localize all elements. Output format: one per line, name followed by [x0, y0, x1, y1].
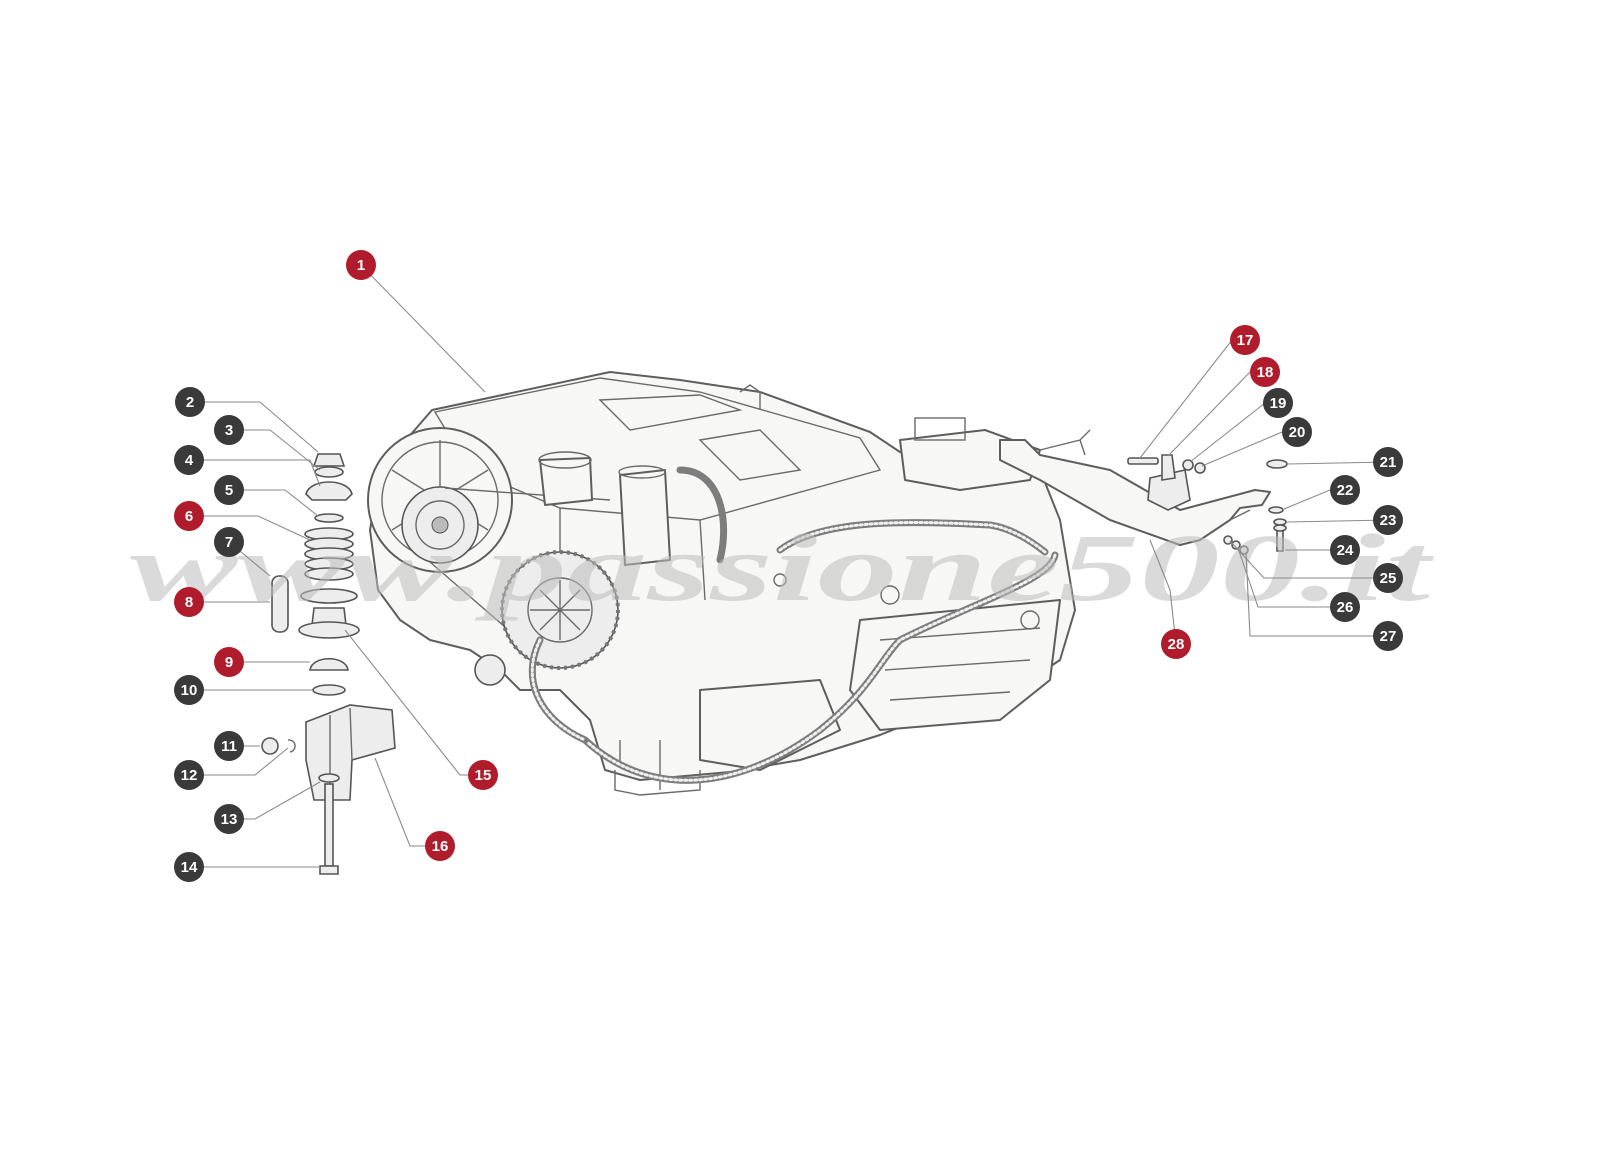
spring-part	[304, 527, 354, 581]
callout-26-label: 26	[1337, 599, 1354, 616]
callout-24-label: 24	[1337, 542, 1354, 559]
callout-16-label: 16	[432, 838, 449, 855]
callout-12-circle	[174, 760, 204, 790]
callout-21[interactable]: 21	[1373, 447, 1403, 477]
callout-14[interactable]: 14	[174, 852, 204, 882]
callout-28-label: 28	[1168, 636, 1185, 653]
callout-12-label: 12	[181, 767, 198, 784]
callout-2-circle	[175, 387, 205, 417]
callout-20[interactable]: 20	[1282, 417, 1312, 447]
callout-23-label: 23	[1380, 512, 1397, 529]
watermark-text: www.passione500.it	[130, 514, 1436, 621]
callout-18-circle	[1250, 357, 1280, 387]
callout-19[interactable]: 19	[1263, 388, 1293, 418]
callout-11[interactable]: 11	[214, 731, 244, 761]
callout-9[interactable]: 9	[214, 647, 244, 677]
callout-6[interactable]: 6	[174, 501, 204, 531]
callout-1-circle	[346, 250, 376, 280]
callout-18[interactable]: 18	[1250, 357, 1280, 387]
callout-20-label: 20	[1289, 424, 1306, 441]
callout-21-circle	[1373, 447, 1403, 477]
callout-6-circle	[174, 501, 204, 531]
callout-21-label: 21	[1380, 454, 1397, 471]
callout-13-label: 13	[221, 811, 238, 828]
callout-7[interactable]: 7	[214, 527, 244, 557]
callout-4-label: 4	[185, 452, 194, 469]
callout-23[interactable]: 23	[1373, 505, 1403, 535]
callout-15[interactable]: 15	[468, 760, 498, 790]
callout-13[interactable]: 13	[214, 804, 244, 834]
callout-7-label: 7	[225, 534, 233, 551]
callout-12[interactable]: 12	[174, 760, 204, 790]
callout-8[interactable]: 8	[174, 587, 204, 617]
callout-1[interactable]: 1	[346, 250, 376, 280]
callout-11-circle	[214, 731, 244, 761]
callout-4[interactable]: 4	[174, 445, 204, 475]
callout-3[interactable]: 3	[214, 415, 244, 445]
callout-16[interactable]: 16	[425, 831, 455, 861]
callout-badges: 1 2 3 4 5 6 7 8 9 10 11 12 13 14 15 16 1…	[174, 250, 1403, 882]
callout-1-label: 1	[357, 257, 365, 274]
callout-27[interactable]: 27	[1373, 621, 1403, 651]
callout-3-label: 3	[225, 422, 233, 439]
callout-2-label: 2	[186, 394, 194, 411]
callout-5-circle	[214, 475, 244, 505]
callout-25-label: 25	[1380, 570, 1397, 587]
right-mount-parts	[1127, 454, 1288, 555]
callout-26-circle	[1330, 592, 1360, 622]
callout-5[interactable]: 5	[214, 475, 244, 505]
callout-4-circle	[174, 445, 204, 475]
callout-10[interactable]: 10	[174, 675, 204, 705]
callout-22[interactable]: 22	[1330, 475, 1360, 505]
callout-22-label: 22	[1337, 482, 1354, 499]
callout-3-circle	[214, 415, 244, 445]
callout-19-circle	[1263, 388, 1293, 418]
callout-10-circle	[174, 675, 204, 705]
callout-6-label: 6	[185, 508, 193, 525]
callout-7-circle	[214, 527, 244, 557]
callout-24-circle	[1330, 535, 1360, 565]
callout-15-label: 15	[475, 767, 492, 784]
callout-13-circle	[214, 804, 244, 834]
callout-22-circle	[1330, 475, 1360, 505]
callout-25[interactable]: 25	[1373, 563, 1403, 593]
callout-18-label: 18	[1257, 364, 1274, 381]
callout-28[interactable]: 28	[1161, 629, 1191, 659]
callout-15-circle	[468, 760, 498, 790]
callout-27-label: 27	[1380, 628, 1397, 645]
callout-19-label: 19	[1270, 395, 1287, 412]
callout-14-label: 14	[181, 859, 198, 876]
callout-9-circle	[214, 647, 244, 677]
callout-14-circle	[174, 852, 204, 882]
callout-27-circle	[1373, 621, 1403, 651]
callout-25-circle	[1373, 563, 1403, 593]
callout-2[interactable]: 2	[175, 387, 205, 417]
callout-26[interactable]: 26	[1330, 592, 1360, 622]
callout-24[interactable]: 24	[1330, 535, 1360, 565]
callout-9-label: 9	[225, 654, 233, 671]
callout-28-circle	[1161, 629, 1191, 659]
callout-20-circle	[1282, 417, 1312, 447]
callout-8-label: 8	[185, 594, 193, 611]
callout-16-circle	[425, 831, 455, 861]
callout-11-label: 11	[221, 738, 237, 755]
callout-17-label: 17	[1237, 332, 1254, 349]
callout-8-circle	[174, 587, 204, 617]
engine-assembly-drawing	[367, 371, 1271, 796]
callout-5-label: 5	[225, 482, 233, 499]
callout-17[interactable]: 17	[1230, 325, 1260, 355]
callout-17-circle	[1230, 325, 1260, 355]
callout-10-label: 10	[181, 682, 198, 699]
callout-23-circle	[1373, 505, 1403, 535]
left-mount-stack	[261, 453, 396, 875]
